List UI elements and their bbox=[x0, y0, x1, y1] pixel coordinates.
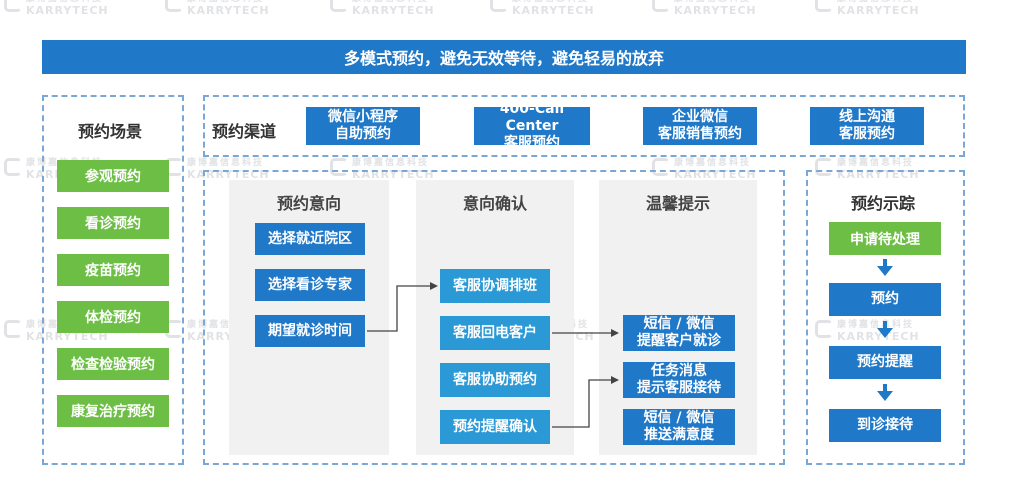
channel-online: 线上沟通客服预约 bbox=[810, 107, 924, 145]
arrow-confirm-to-tip bbox=[552, 376, 619, 428]
intent-item: 选择看诊专家 bbox=[255, 269, 365, 301]
tip-item: 任务消息提示客服接待 bbox=[623, 362, 735, 398]
scene-item: 康复治疗预约 bbox=[57, 395, 169, 427]
channels-title: 预约渠道 bbox=[212, 122, 277, 141]
tip-item: 短信 / 微信推送满意度 bbox=[623, 409, 735, 445]
arrow-down-icon bbox=[883, 321, 887, 330]
intent-item: 期望就诊时间 bbox=[255, 315, 365, 347]
confirm-item: 客服协调排班 bbox=[440, 269, 550, 303]
arrow-down-icon bbox=[883, 259, 887, 268]
channel-wechat-miniprogram: 微信小程序自助预约 bbox=[306, 107, 420, 145]
arrow-down-icon bbox=[877, 328, 893, 338]
arrow-down-icon bbox=[877, 391, 893, 401]
scene-item: 看诊预约 bbox=[57, 207, 169, 239]
scene-item: 疫苗预约 bbox=[57, 254, 169, 286]
arrow-intent-to-confirm bbox=[367, 282, 438, 332]
arrow-down-icon bbox=[883, 384, 887, 393]
confirm-item: 客服回电客户 bbox=[440, 316, 550, 350]
scene-item: 参观预约 bbox=[57, 160, 169, 192]
tracking-panel bbox=[806, 170, 965, 465]
tracking-title: 预约示踪 bbox=[851, 194, 916, 213]
tips-title: 温馨提示 bbox=[645, 194, 710, 213]
arrow-down-icon bbox=[877, 266, 893, 276]
intent-item: 选择就近院区 bbox=[255, 223, 365, 255]
confirm-item: 客服协助预约 bbox=[440, 363, 550, 397]
confirm-title: 意向确认 bbox=[462, 194, 527, 213]
tip-item: 短信 / 微信提醒客户就诊 bbox=[623, 315, 735, 351]
scenes-title: 预约场景 bbox=[78, 122, 143, 141]
scenes-panel bbox=[42, 95, 184, 465]
tracking-step: 预约提醒 bbox=[829, 346, 941, 379]
scene-item: 体检预约 bbox=[57, 301, 169, 333]
banner-title: 多模式预约，避免无效等待，避免轻易的放弃 bbox=[42, 40, 966, 74]
channels-panel bbox=[203, 95, 965, 157]
process-panel bbox=[203, 170, 785, 465]
tracking-step: 申请待处理 bbox=[829, 222, 941, 255]
scene-item: 检查检验预约 bbox=[57, 348, 169, 380]
intent-title: 预约意向 bbox=[276, 194, 341, 213]
tracking-step: 预约 bbox=[829, 283, 941, 316]
tracking-step: 到诊接待 bbox=[829, 409, 941, 442]
confirm-item: 预约提醒确认 bbox=[440, 410, 550, 444]
channel-enterprise-wechat: 企业微信客服销售预约 bbox=[643, 107, 757, 145]
